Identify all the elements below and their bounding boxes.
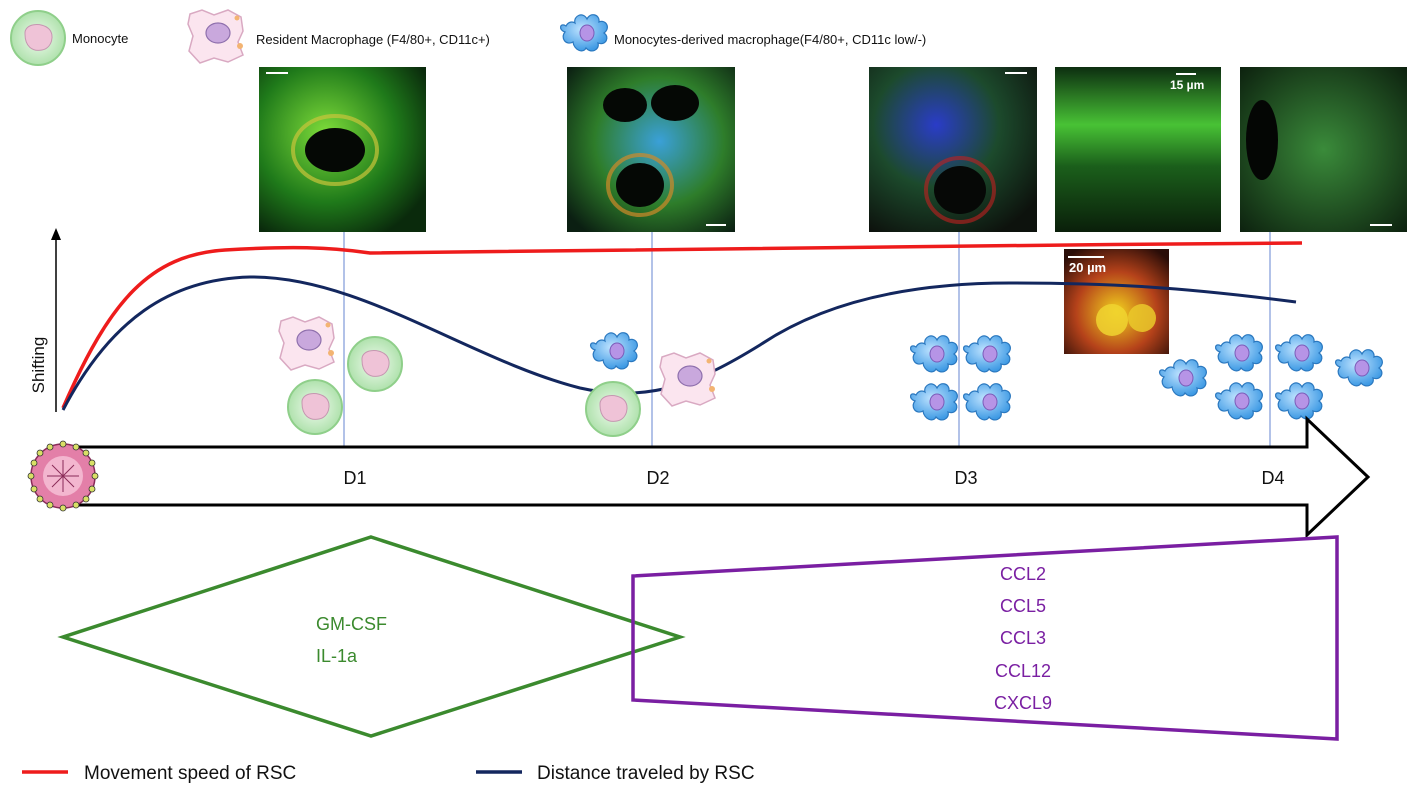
scale-bar-15um-label: 15 µm (1170, 78, 1204, 92)
derived-macrophage-d4-e (1214, 382, 1263, 420)
derived-macrophage-d2 (589, 332, 638, 370)
resident-macrophage-d2 (659, 352, 716, 407)
derived-macrophage-d4-c (1334, 349, 1383, 387)
y-axis: Shifting (29, 228, 61, 412)
movement-speed-curve (61, 241, 1303, 409)
monocyte-legend-label: Monocyte (72, 31, 128, 46)
micrograph-d1 (259, 67, 426, 232)
resident-macrophage-d1 (278, 316, 335, 371)
day-label-d4: D4 (1261, 468, 1284, 488)
resident-macrophage-legend-icon (187, 9, 244, 64)
monocyte-d2 (585, 381, 641, 437)
micrograph-d2 (567, 67, 735, 232)
monocyte-d1-b (287, 379, 343, 435)
top-legend: Monocyte Resident Macrophage (F4/80+, CD… (10, 9, 926, 66)
timeline-arrow (68, 415, 1371, 539)
trapezoid-line-4: CCL12 (995, 661, 1051, 681)
diamond-line-2: IL-1a (316, 646, 358, 666)
micrograph-d3 (869, 67, 1037, 232)
trapezoid-line-5: CXCL9 (994, 693, 1052, 713)
derived-macrophage-d3-a (909, 335, 958, 373)
micrograph-d4 (1240, 67, 1407, 232)
red-legend-label: Movement speed of RSC (84, 763, 296, 784)
day-tick-lines (343, 232, 1271, 447)
micrograph-section: 15 µm (1055, 67, 1221, 232)
trapezoid-line-2: CCL5 (1000, 596, 1046, 616)
derived-macrophage-d4-f (1274, 382, 1323, 420)
monocyte-d1-a (347, 336, 403, 392)
derived-macrophage-d4-b (1274, 334, 1323, 372)
micrograph-inset: 20 µm (1064, 249, 1169, 354)
bottom-legend: Movement speed of RSC Distance traveled … (22, 763, 755, 784)
resident-macrophage-legend-label: Resident Macrophage (F4/80+, CD11c+) (256, 32, 490, 47)
derived-macrophage-d4-a (1214, 334, 1263, 372)
derived-macrophage-legend-icon (559, 14, 608, 52)
day-label-d2: D2 (646, 468, 669, 488)
trapezoid-line-3: CCL3 (1000, 628, 1046, 648)
day-label-d1: D1 (343, 468, 366, 488)
navy-legend-label: Distance traveled by RSC (537, 763, 755, 784)
trapezoid-line-1: CCL2 (1000, 564, 1046, 584)
monocyte-legend-icon (10, 10, 66, 66)
cytokine-diamond (57, 535, 686, 738)
derived-macrophage-d3-b (962, 335, 1011, 373)
derived-macrophage-d3-d (962, 383, 1011, 421)
derived-macrophage-legend-label: Monocytes-derived macrophage(F4/80+, CD1… (614, 32, 926, 47)
day-label-d3: D3 (954, 468, 977, 488)
origin-virus-icon (27, 440, 99, 512)
diamond-line-1: GM-CSF (316, 614, 387, 634)
chemokine-trapezoid (631, 535, 1339, 741)
derived-macrophage-d3-c (909, 383, 958, 421)
y-axis-label: Shifting (29, 337, 48, 394)
derived-macrophage-d4-d (1158, 359, 1207, 397)
scale-bar-20um-label: 20 µm (1069, 260, 1106, 275)
